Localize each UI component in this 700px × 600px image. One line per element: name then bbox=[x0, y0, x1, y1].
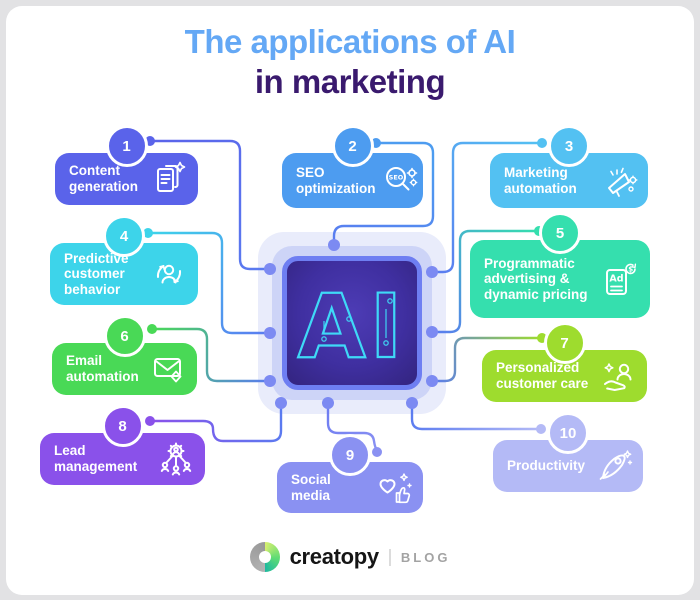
title-line-1: The applications of AI bbox=[184, 23, 516, 60]
svg-text:Ad: Ad bbox=[609, 274, 623, 285]
card-number-badge: 7 bbox=[543, 322, 586, 364]
card-number-badge: 2 bbox=[331, 125, 374, 167]
lead-network-icon bbox=[160, 442, 192, 476]
ad-pricing-icon: Ad $ bbox=[606, 263, 637, 295]
badge-number: 3 bbox=[564, 137, 574, 155]
card-title: Productivity bbox=[507, 458, 586, 474]
card-title: Lead management bbox=[54, 443, 138, 474]
ai-label: AI bbox=[298, 275, 407, 378]
customer-cycle-icon bbox=[156, 264, 182, 284]
badge-number: 1 bbox=[122, 137, 131, 155]
title-line-2: in marketing bbox=[254, 63, 446, 100]
badge-number: 8 bbox=[118, 417, 127, 435]
heart-thumbsup-icon bbox=[379, 472, 412, 503]
rocket-icon bbox=[599, 450, 633, 480]
svg-text:$: $ bbox=[628, 266, 633, 274]
card-number-badge: 6 bbox=[103, 315, 146, 357]
card-title: SEO optimization bbox=[296, 164, 376, 196]
card-email-automation: 6 Email automation bbox=[52, 315, 197, 395]
badge-number: 10 bbox=[559, 424, 577, 442]
megaphone-gears-icon bbox=[608, 167, 638, 197]
card-number-badge: 3 bbox=[548, 125, 590, 167]
card-predictive-customer-behavior: 4 Predictive customer behavior bbox=[50, 215, 198, 305]
card-title: Personalized customer care bbox=[496, 360, 589, 391]
customer-care-icon bbox=[604, 363, 632, 391]
card-social-media: 9 Social media bbox=[277, 434, 423, 513]
card-number-badge: 8 bbox=[101, 405, 144, 447]
badge-number: 9 bbox=[345, 446, 355, 464]
blog-label: BLOG bbox=[400, 549, 451, 565]
badge-number: 2 bbox=[348, 137, 357, 155]
card-marketing-automation: 3 Marketing automation bbox=[490, 125, 648, 208]
document-sparkle-icon bbox=[157, 161, 186, 192]
logo-divider bbox=[388, 548, 391, 566]
card-number-badge: 9 bbox=[329, 434, 371, 476]
card-title: Programmatic advertising & dynamic prici… bbox=[484, 255, 588, 302]
card-title: Content generation bbox=[69, 163, 139, 194]
email-sparkle-icon bbox=[154, 358, 182, 383]
card-number-badge: 10 bbox=[547, 412, 589, 454]
card-number-badge: 4 bbox=[103, 215, 145, 257]
footer-logo: creatopy BLOG bbox=[0, 542, 700, 572]
seo-magnifier-icon: SEO bbox=[385, 166, 417, 190]
card-title: Email automation bbox=[66, 353, 139, 384]
card-content-generation: 1 Content generation bbox=[55, 125, 198, 205]
card-title: Predictive customer behavior bbox=[64, 250, 129, 297]
card-seo-optimization: 2 SEO optimization SEO bbox=[282, 125, 423, 208]
badge-number: 7 bbox=[560, 334, 569, 352]
page-title: The applications of AI in marketing bbox=[0, 22, 700, 102]
card-number-badge: 5 bbox=[539, 212, 581, 254]
card-personalized-customer-care: 7 Personalized customer care bbox=[482, 322, 647, 402]
card-number-badge: 1 bbox=[105, 125, 148, 167]
ai-chip-art: AI bbox=[296, 274, 407, 379]
card-title: Social media bbox=[291, 471, 331, 503]
badge-number: 6 bbox=[120, 327, 129, 345]
card-programmatic-advertising: 5 Programmatic advertising & dynamic pri… bbox=[470, 212, 650, 318]
circuit-decoration bbox=[321, 298, 393, 346]
card-lead-management: 8 Lead management bbox=[40, 405, 205, 485]
badge-number: 5 bbox=[555, 224, 565, 242]
creatopy-logo-icon bbox=[249, 542, 280, 572]
card-title: Marketing automation bbox=[504, 164, 577, 196]
brand-name: creatopy bbox=[289, 544, 380, 569]
ai-chip: AI bbox=[282, 256, 422, 390]
svg-text:SEO: SEO bbox=[388, 173, 403, 181]
card-productivity: 10 Productivity bbox=[493, 412, 643, 492]
badge-number: 4 bbox=[119, 227, 129, 245]
